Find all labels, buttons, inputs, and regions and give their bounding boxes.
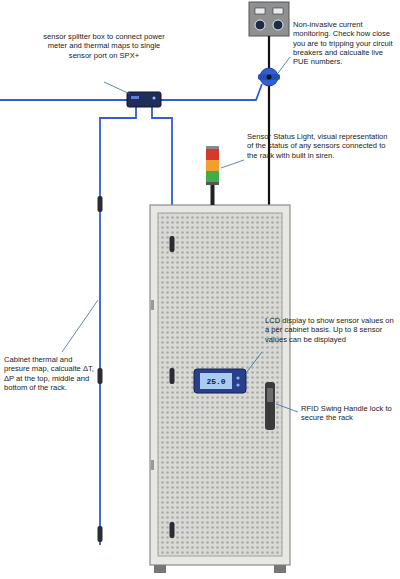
callout-text-box: LCD display to show sensor values on a p… bbox=[265, 316, 395, 344]
callout-text-box: Non-invasive current monitoring. Check h… bbox=[293, 20, 397, 66]
power-cable bbox=[268, 36, 270, 206]
callout-text: RFID Swing Handle lock to secure the rac… bbox=[301, 404, 395, 423]
callout-text-box: Sensor Status Light, visual representati… bbox=[247, 132, 395, 160]
power-outlet bbox=[249, 2, 289, 36]
current-clamp bbox=[258, 68, 280, 86]
callout-text: Non-invasive current monitoring. Check h… bbox=[293, 20, 397, 66]
rfid-handle bbox=[265, 382, 275, 430]
callout-text-box: RFID Swing Handle lock to secure the rac… bbox=[301, 404, 395, 423]
callout-text: Sensor Status Light, visual representati… bbox=[247, 132, 395, 160]
callout-text: sensor splitter box to connect power met… bbox=[38, 32, 170, 60]
callout-text-box: sensor splitter box to connect power met… bbox=[38, 32, 170, 60]
server-rack bbox=[150, 205, 290, 573]
callout-text: LCD display to show sensor values on a p… bbox=[265, 316, 395, 344]
lcd-reading: 25.0 bbox=[200, 374, 232, 390]
sensor-splitter-box bbox=[127, 92, 161, 107]
leader-line bbox=[62, 57, 298, 412]
callout-text-box: Cabinet thermal and presure map, calcual… bbox=[4, 355, 94, 392]
thermal-sensor bbox=[98, 196, 175, 542]
lcd-display bbox=[194, 369, 246, 393]
status-light bbox=[206, 146, 219, 205]
callout-text: Cabinet thermal and presure map, calcual… bbox=[4, 355, 94, 392]
lcd-reading-box: 25.0 bbox=[200, 374, 232, 390]
